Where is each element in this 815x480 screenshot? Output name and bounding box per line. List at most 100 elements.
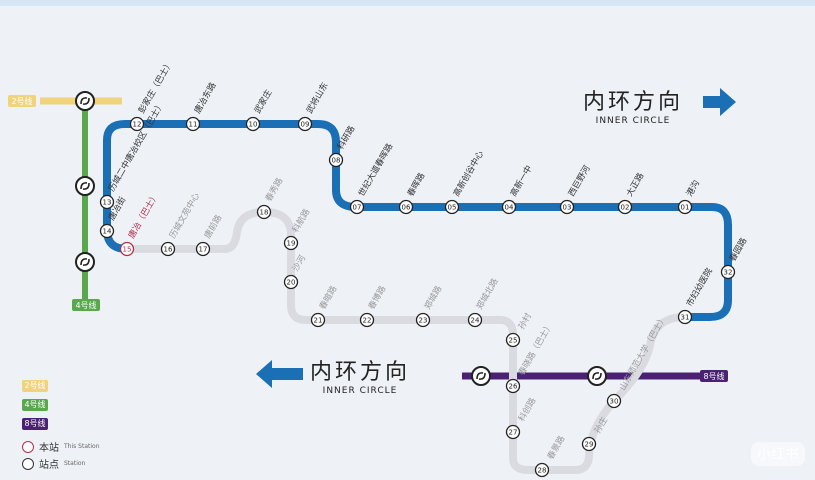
line2-badge — [8, 95, 36, 107]
arrow-left-icon — [256, 360, 303, 388]
station-number-10: 10 — [249, 121, 258, 129]
station-name-04: 高新一中 — [508, 164, 535, 199]
legend-line2: 2号线 — [22, 380, 48, 392]
station-name-17: 唐前路 — [202, 212, 225, 240]
station-name-05: 高新创谷中心 — [451, 148, 486, 198]
station-marker-05 — [444, 199, 460, 215]
station-number-15: 15 — [123, 246, 132, 254]
line2-badge-label: 2号线 — [11, 96, 32, 106]
transfer-arrows-icon — [476, 372, 486, 380]
station-marker-24 — [467, 312, 483, 328]
station-name-21: 春暄路 — [317, 283, 340, 311]
station-number-23: 23 — [419, 317, 428, 325]
line4-badge — [72, 299, 100, 311]
station-number-26: 26 — [509, 383, 518, 391]
station-number-18: 18 — [260, 209, 269, 217]
station-number-04: 04 — [505, 204, 514, 212]
station-name-19: 科航路 — [290, 206, 313, 234]
station-number-22: 22 — [363, 317, 372, 325]
line8-badge — [700, 370, 728, 382]
station-number-16: 16 — [164, 246, 173, 254]
station-number-02: 02 — [621, 204, 630, 212]
top-bar — [0, 0, 815, 6]
station-name-22: 春博路 — [366, 283, 389, 311]
station-name-25: 孙村 — [516, 311, 534, 332]
station-marker-25 — [505, 332, 521, 348]
station-marker-14 — [99, 223, 115, 239]
station-marker-22 — [359, 312, 375, 328]
station-number-13: 13 — [103, 199, 112, 207]
station-number-30: 30 — [610, 398, 619, 406]
legend-this-station: 本站 — [39, 443, 59, 454]
station-marker-04 — [501, 199, 517, 215]
transfer-icon — [471, 366, 491, 386]
direction-top: 内环方向 INNER CIRCLE — [583, 84, 683, 126]
station-number-21: 21 — [314, 317, 323, 325]
line4-badge-label: 4号线 — [75, 300, 96, 310]
station-number-29: 29 — [585, 441, 594, 449]
station-marker-16 — [160, 241, 176, 257]
station-name-23: 郑城路 — [422, 283, 445, 311]
station-name-28: 春景路 — [545, 433, 568, 461]
direction-top-cn: 内环方向 — [583, 90, 684, 115]
station-marker-18 — [256, 204, 272, 220]
station-number-31: 31 — [681, 314, 690, 322]
transfer-arrows-icon — [592, 372, 602, 380]
station-name-02: 大正路 — [624, 170, 647, 198]
station-marker-13 — [99, 194, 115, 210]
station-name-15: 唐冶（巴士） — [126, 191, 161, 241]
transfer-arrows-icon — [80, 258, 90, 266]
station-number-11: 11 — [189, 121, 198, 129]
arrow-right-icon — [703, 88, 736, 116]
station-icon — [22, 457, 34, 470]
station-name-07: 世纪大道春晖路 — [356, 141, 396, 198]
direction-bottom-cn: 内环方向 — [310, 360, 411, 385]
station-name-27: 科创路 — [516, 395, 539, 423]
legend-this-station-en: This Station — [64, 443, 100, 450]
station-marker-02 — [617, 199, 633, 215]
transfer-icon — [75, 252, 95, 272]
station-name-01: 港沟 — [684, 178, 702, 198]
direction-bottom-en: INNER CIRCLE — [322, 386, 398, 396]
station-name-18: 春秀路 — [263, 175, 286, 203]
station-number-24: 24 — [471, 317, 480, 325]
station-marker-28 — [534, 462, 550, 478]
station-marker-26 — [505, 378, 521, 394]
this-station-icon — [22, 440, 34, 453]
station-name-31: 市妇幼医院 — [684, 266, 715, 309]
station-number-07: 07 — [353, 204, 362, 212]
legend-station: 站点 — [39, 460, 59, 471]
transfer-arrows-icon — [80, 97, 90, 105]
station-marker-09 — [297, 116, 313, 132]
station-number-05: 05 — [448, 204, 457, 212]
station-marker-21 — [310, 312, 326, 328]
station-number-17: 17 — [199, 246, 208, 254]
station-number-06: 06 — [402, 204, 411, 212]
station-number-20: 20 — [287, 279, 296, 287]
station-marker-19 — [283, 235, 299, 251]
transfer-arrows-icon — [80, 182, 90, 190]
station-marker-15 — [119, 241, 135, 257]
station-marker-30 — [606, 393, 622, 409]
station-number-01: 01 — [681, 204, 690, 212]
station-marker-12 — [129, 116, 145, 132]
station-marker-11 — [185, 116, 201, 132]
transfer-icon — [587, 366, 607, 386]
station-number-32: 32 — [724, 269, 733, 277]
station-number-27: 27 — [509, 429, 518, 437]
station-name-16: 历城文苑中心 — [167, 190, 202, 240]
station-marker-01 — [677, 199, 693, 215]
legend-line8: 8号线 — [22, 418, 48, 430]
station-marker-31 — [677, 309, 693, 325]
station-number-28: 28 — [538, 467, 547, 475]
direction-bottom: 内环方向 INNER CIRCLE — [310, 354, 410, 396]
station-number-25: 25 — [509, 337, 518, 345]
line8-badge-label: 8号线 — [703, 371, 724, 381]
station-marker-07 — [349, 199, 365, 215]
station-marker-10 — [245, 116, 261, 132]
station-number-08: 08 — [332, 157, 341, 165]
legend-line4: 4号线 — [22, 399, 48, 411]
station-name-30: 山东师范大学（巴士） — [617, 313, 669, 392]
